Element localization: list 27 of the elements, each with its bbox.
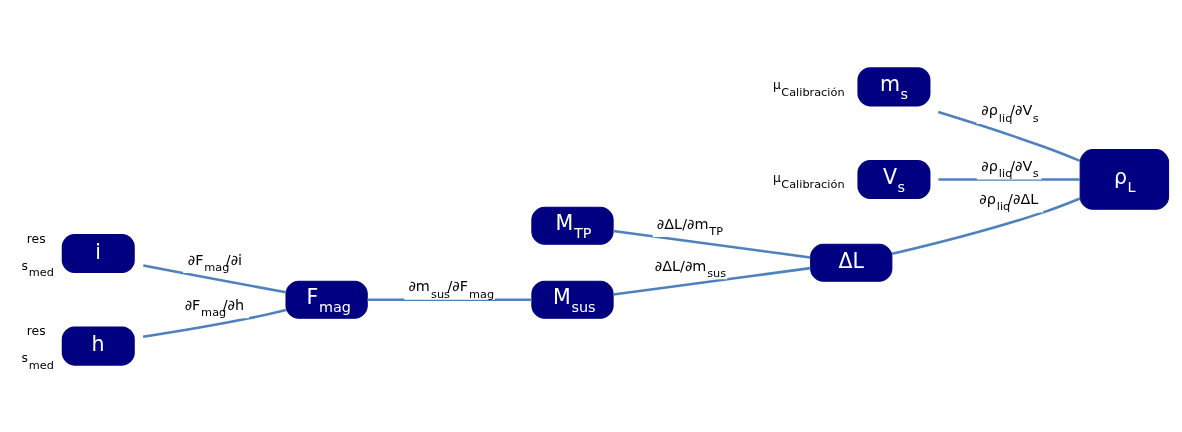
node-box: M$_{TP}$ <box>531 206 614 245</box>
edge-label: ∂ρ$_{liq}$/∂V$_{s}$ <box>981 157 1039 180</box>
connector <box>613 266 811 296</box>
edge-label: ∂m$_{sus}$/∂F$_{mag}$ <box>408 277 495 301</box>
connector <box>143 263 286 294</box>
edge-label: ∂ρ$_{liq}$/∂ΔL <box>979 190 1039 213</box>
edge-label: ∂F$_{mag}$/∂h <box>184 296 245 319</box>
connector <box>891 196 1081 255</box>
connector <box>367 298 532 301</box>
node-box: ΔL <box>810 243 893 282</box>
connector <box>142 308 287 338</box>
connector <box>937 110 1081 162</box>
node-box: V$_{s}$ <box>857 159 931 199</box>
node-box: h <box>61 326 135 366</box>
node-label: res <box>26 323 46 338</box>
edge-label: ∂ΔL/∂m$_{TP}$ <box>656 215 724 238</box>
edge-label: ∂ΔL/∂m$_{sus}$ <box>654 257 727 280</box>
edge-label: ∂ρ$_{liq}$/∂V$_{s}$ <box>981 101 1039 125</box>
node-label: res <box>26 231 46 246</box>
node-box: i <box>61 233 135 273</box>
node-box: M$_{sus}$ <box>531 280 614 319</box>
edge-label: ∂F$_{mag}$/∂i <box>187 251 243 274</box>
connector <box>938 177 1080 181</box>
connector <box>613 229 811 259</box>
node-box: m$_{s}$ <box>857 66 931 106</box>
node-box: ρ$_{L}$ <box>1079 148 1170 210</box>
node-box: F$_{mag}$ <box>285 280 368 319</box>
